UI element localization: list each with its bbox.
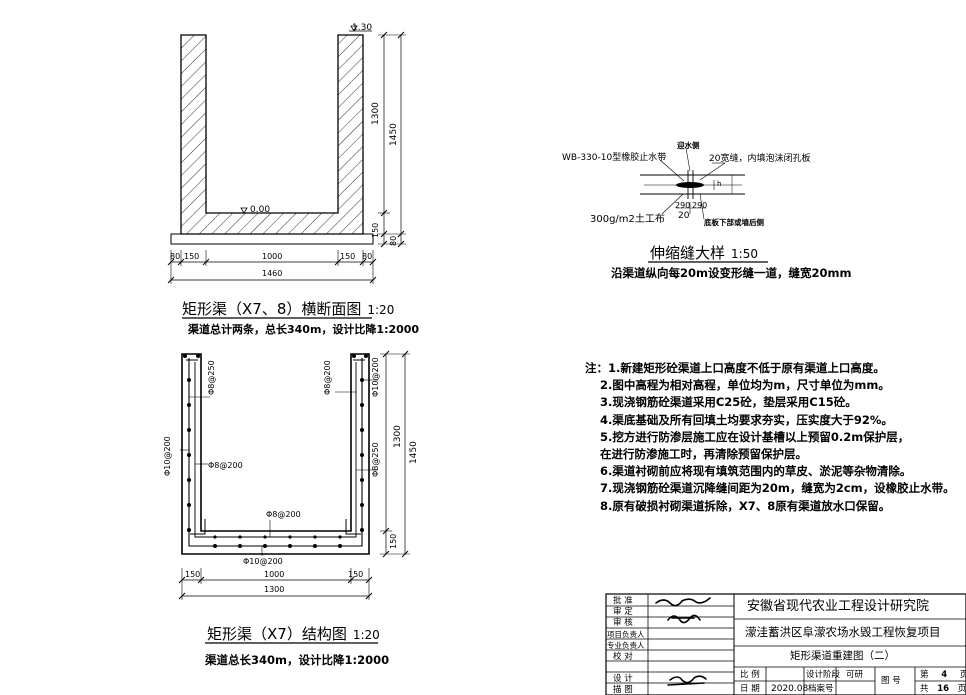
st-dim-height-total: 1450 (409, 441, 419, 464)
cs-dim-wall-right: 150 (340, 252, 356, 261)
tb-total: 共 16 页 (920, 685, 966, 694)
notes-prefix: 注： (585, 361, 608, 375)
cs-dim-height-inner: 1300 (371, 102, 381, 125)
st-dim-inner-width: 1000 (264, 570, 285, 579)
note-item: 1.新建矩形砼渠道上口高度不低于原有渠道上口高度。 (608, 361, 885, 375)
rebar-label-h: Φ10@200 (243, 557, 283, 566)
st-dim-total-width: 1300 (264, 585, 285, 594)
st-dim-height-inner: 1300 (393, 425, 403, 448)
cs-dim-pad-right-h: 80 (362, 252, 373, 261)
bottom-level-label: 0.00 (250, 205, 271, 215)
channel-concrete-body (180, 34, 364, 235)
tb-sheet-value: 4 (941, 670, 948, 680)
tb-sheet-unit: 页 (959, 670, 966, 680)
cs-dim-height-total: 1450 (389, 123, 399, 146)
tb-role-project-lead: 项目负责人 (607, 630, 645, 639)
tb-drawing-no-label: 图 号 (881, 676, 901, 686)
tb-scale-label: 比 例 (740, 670, 760, 680)
tb-sheet-label: 第 (920, 670, 929, 680)
tb-role-review: 审 定 (613, 607, 633, 617)
joint-detail-drawing (640, 147, 768, 263)
cs-dim-pad-right: 80 (389, 235, 398, 246)
rebar-label-a: Φ8@250 (207, 360, 216, 395)
signature-marks (655, 597, 711, 686)
cs-dim-base: 150 (371, 222, 380, 238)
rebar-label-f: Φ8@250 (371, 442, 380, 477)
tb-role-approve: 批 准 (613, 596, 633, 606)
tb-total-value: 16 (937, 684, 950, 694)
rebar-dots (183, 354, 368, 548)
rebar-label-e: Φ8@200 (323, 360, 332, 395)
note-item: 在进行防渗施工时，再清除预留保护层。 (600, 446, 807, 461)
tb-company: 安徽省现代农业工程设计研究院 (747, 599, 930, 614)
cross-section-title-text: 矩形渠（X7、8）横断面图 (182, 300, 362, 318)
cross-section-scale: 1:20 (367, 303, 395, 317)
tb-stage-label: 设计阶段 (806, 670, 841, 680)
title-block-frame (605, 593, 966, 695)
cross-section-title: 矩形渠（X7、8）横断面图 1:20 (182, 302, 394, 317)
tb-stage-value: 可研 (846, 670, 864, 680)
cs-dim-wall-left: 150 (184, 252, 200, 261)
joint-detail-title-text: 伸缩缝大样 (650, 244, 726, 262)
rebar-label-d: Φ10@200 (163, 436, 172, 476)
top-water-level-label: 1.30 (352, 23, 373, 33)
tb-date-value: 2020.08 (771, 684, 809, 694)
note-item: 5.挖方进行防渗层施工应在设计基槽以上预留0.2m保护层， (600, 429, 910, 444)
joint-dim-20: 20 (678, 211, 690, 221)
joint-dim-290b: 290 (692, 201, 708, 210)
tb-role-design: 设 计 (613, 674, 633, 684)
st-dim-wall-left: 150 (185, 570, 201, 579)
design-notes: 注：1.新建矩形砼渠道上口高度不低于原有渠道上口高度。 2.图中高程为相对高程，… (585, 360, 955, 515)
joint-label-waterstop: WB-330-10型橡胶止水带 (562, 153, 667, 163)
joint-label-bottom: 底板下部或墙后侧 (704, 218, 764, 227)
cross-section-subtitle: 渠道总计两条，总长340m，设计比降1:2000 (188, 323, 420, 336)
joint-dim-290a: 290 (675, 201, 691, 210)
joint-label-geotextile: 300g/m2土工布 (590, 214, 665, 225)
tb-role-discipline-lead: 专业负责人 (607, 641, 645, 650)
rebar-label-g: Φ8@200 (266, 510, 301, 519)
joint-mark-h: h (717, 180, 722, 188)
structure-scale: 1:20 (352, 628, 380, 642)
joint-detail-scale: 1:50 (731, 247, 758, 261)
tb-drawing-name: 矩形渠道重建图（二） (790, 650, 895, 662)
note-item: 4.渠底基础及所有回填土均要求夯实，压实度大于92%。 (600, 412, 893, 427)
joint-label-foam: 20宽缝，内填泡沫闭孔板 (709, 154, 811, 164)
tb-total-label: 共 (920, 684, 929, 694)
structure-subtitle: 渠道总长340m，设计比降1:2000 (205, 653, 390, 667)
joint-detail-title: 伸缩缝大样 1:50 (650, 246, 758, 261)
joint-detail-subtitle: 沿渠道纵向每20m设变形缝一道，缝宽20mm (611, 266, 852, 280)
rebar-label-b: Φ8@200 (208, 461, 243, 470)
cs-dim-inner-width: 1000 (262, 252, 283, 261)
tb-sheet: 第 4 页 (920, 671, 966, 680)
st-dim-wall-right: 150 (348, 570, 364, 579)
tb-archive-label: 档案号 (808, 684, 834, 694)
joint-label-water-side: 迎水侧 (677, 141, 700, 150)
structure-title: 矩形渠（X7）结构图 1:20 (207, 627, 380, 642)
cs-dim-total-width: 1460 (262, 269, 283, 278)
tb-project: 濛洼蓄洪区阜濛农场水毁工程恢复项目 (745, 625, 941, 639)
note-item: 7.现浇钢筋砼渠道沉降缝间距为20m，缝宽为2cm，设橡胶止水带。 (600, 481, 955, 496)
tb-role-proof: 校 对 (613, 652, 633, 662)
structure-drawing (178, 350, 410, 644)
note-item: 6.渠道衬砌前应将现有填筑范围内的草皮、淤泥等杂物清除。 (600, 464, 912, 479)
tb-date-label: 日 期 (740, 684, 760, 694)
st-dim-base: 150 (389, 533, 398, 549)
structure-title-text: 矩形渠（X7）结构图 (207, 625, 347, 643)
note-item: 8.原有破损衬砌渠道拆除，X7、8原有渠道放水口保留。 (600, 498, 891, 513)
rebar-label-c: Φ10@200 (371, 357, 380, 397)
cross-section-drawing (167, 25, 406, 319)
tb-role-check: 审 核 (613, 618, 633, 628)
channel-outline (181, 353, 370, 555)
note-item: 2.图中高程为相对高程，单位均为m，尺寸单位为mm。 (600, 378, 890, 393)
tb-total-unit: 页 (957, 684, 966, 694)
note-item: 3.现浇钢筋砼渠道采用C25砼，垫层采用C15砼。 (600, 395, 857, 410)
cs-dim-pad-left: 80 (170, 252, 181, 261)
cushion-layer (170, 233, 374, 245)
tb-role-draw: 描 图 (613, 685, 633, 695)
note-line-1: 注：1.新建矩形砼渠道上口高度不低于原有渠道上口高度。 (585, 360, 955, 377)
